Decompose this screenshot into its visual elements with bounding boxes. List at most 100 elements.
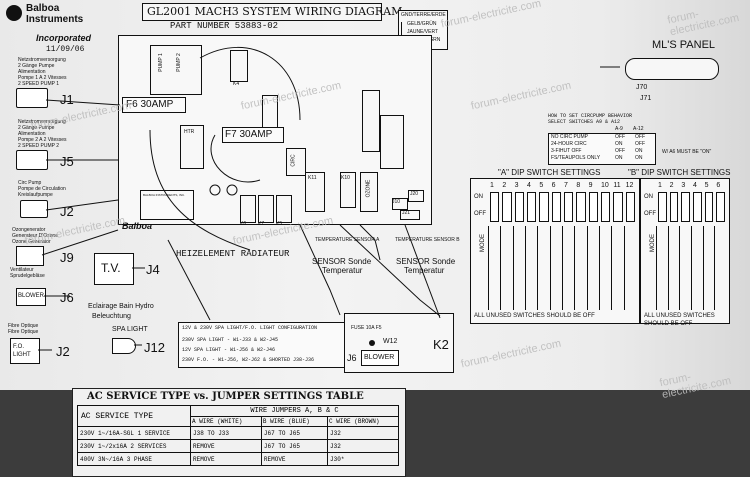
dip-switch-number: 5: [539, 182, 544, 189]
k2-blower-label: BLOWER: [364, 354, 395, 361]
circ-row-label: NO CIRC PUMP: [551, 134, 588, 140]
ac-table-cell: J30*: [327, 452, 399, 466]
board-component-label: K7: [258, 221, 265, 227]
config-row: 230V F.O. - W1-J56, W2-J62 & SHORTED J38…: [182, 357, 315, 363]
watermark: forum-electricite.com: [666, 8, 741, 39]
sensor-b-label: TEMPERATURE SENSOR B: [395, 237, 460, 243]
dip-switch-slot: [551, 192, 561, 222]
dip-mode-column: [679, 226, 692, 310]
spa-light-jack: J12: [144, 340, 165, 355]
dip-a-title: "A" DIP SWITCH SETTINGS: [498, 168, 601, 177]
dip-mode-column: [702, 226, 716, 310]
circ-table-header: A-9: [615, 126, 623, 132]
dip-mode-column: [714, 226, 727, 310]
dip-b-mode: MODE: [650, 234, 656, 252]
ac-table-title: AC SERVICE TYPE vs. JUMPER SETTINGS TABL…: [87, 391, 364, 402]
output-desc: Fibre Optique: [8, 323, 39, 329]
output-desc: 2 Gänge Pumpe: [18, 63, 55, 69]
ac-table-cell: J32: [327, 426, 399, 440]
watermark: forum-electricite.com: [439, 0, 543, 31]
sensor-a-label: TEMPERATURE SENSOR A: [315, 237, 380, 243]
output-desc: Pompe 1 A 2 Vitesses: [18, 75, 67, 81]
relay-k10: [340, 172, 356, 208]
circ-row-label: FS/TEAUPOLS ONLY: [551, 155, 601, 161]
dip-a-on: ON: [474, 194, 483, 200]
output-desc: Pompe de Circulation: [18, 186, 66, 192]
circ-row-a9: ON: [615, 155, 623, 161]
config-row: 230V SPA LIGHT - W1-J33 & W2-J45: [182, 337, 279, 343]
board-component-label: CIRC: [290, 154, 297, 167]
brand-line1: Balboa: [26, 3, 60, 14]
board-component-label: K10: [341, 175, 350, 181]
board-component-label: J10: [392, 199, 401, 205]
dip-switch-slot: [625, 192, 635, 222]
board-component-label: OZONE: [365, 179, 372, 198]
output-desc: Netzstromversorgung: [18, 119, 66, 125]
fuse-f7-label: F7 30AMP: [225, 129, 273, 140]
dip-switch-slot: [514, 192, 524, 222]
pump-icon: [16, 150, 48, 170]
circ-table-header: A-12: [633, 126, 644, 132]
output-desc: Ventilateur: [10, 267, 34, 273]
dip-switch-slot: [681, 192, 690, 222]
dip-mode-column: [656, 226, 669, 310]
dip-switch-slot: [693, 192, 702, 222]
board-component-label: PUMP 1: [157, 53, 164, 72]
dip-mode-column: [623, 226, 637, 310]
heater-label: HEIZELEMENT RADIATEUR: [176, 249, 290, 259]
output-jack: J6: [60, 290, 74, 305]
circ-row-a12: OFF: [635, 141, 645, 147]
brand-line3: Incorporated: [36, 33, 92, 43]
terminal-block: [362, 90, 380, 152]
pump-icon: [16, 88, 48, 108]
output-desc: Ozongenerator: [12, 227, 46, 233]
output-desc: Fibre Optique: [8, 329, 39, 335]
spa-light-desc: Beleuchtung: [92, 313, 131, 320]
j21-connector: [400, 210, 420, 220]
balboa-chip: BALBOA INSTRUMENTS, INC.: [140, 190, 194, 220]
circ-table-note: W/ A6 MUST BE "ON": [662, 149, 712, 155]
ac-table-cell: 230V 1~/2x16A 2 SERVICES: [77, 439, 191, 453]
dip-switch-slot: [613, 192, 623, 222]
ac-sub-header: C WIRE (BROWN): [327, 416, 399, 427]
ac-table-cell: 230V 1~/16A-SGL 1 SERVICE: [77, 426, 191, 440]
output-desc: 2 SPEED PUMP 2: [18, 143, 60, 149]
ac-group-header: WIRE JUMPERS A, B & C: [190, 405, 399, 417]
ac-table-cell: J38 TO J33: [190, 426, 262, 440]
dip-mode-column: [512, 226, 526, 310]
k2-relay-label: K2: [433, 337, 449, 352]
blower-box: BLOWER: [16, 288, 46, 306]
dip-mode-column: [562, 226, 575, 310]
dip-switch-slot: [716, 192, 725, 222]
relay-k5: [276, 195, 292, 223]
dip-switch-slot: [490, 192, 500, 222]
fuse-f7: F7 30AMP: [222, 127, 284, 143]
board-component-label: J21: [402, 210, 411, 216]
dip-switch-number: 9: [588, 182, 593, 189]
output-desc: Netzstromversorgung: [18, 57, 66, 63]
dip-mode-column: [667, 226, 681, 310]
ac-service-table-label: AC SERVICE TYPE vs. JUMPER SETTINGS TABL…: [72, 388, 406, 477]
dip-switch-number: 3: [681, 182, 686, 189]
circ-table: NO CIRC PUMP OFF OFF 24-HOUR CIRC ON OFF…: [548, 133, 656, 165]
dip-switch-number: 5: [704, 182, 709, 189]
dip-switch-number: 11: [613, 182, 621, 189]
dip-switch-number: 1: [658, 182, 662, 189]
dip-switch-number: 10: [601, 182, 609, 189]
output-jack: J2: [56, 344, 70, 359]
circ-row-a9: ON: [615, 141, 623, 147]
ground-legend-line: GELB/GRÜN: [407, 21, 437, 27]
dip-switch-number: 2: [669, 182, 674, 189]
dip-b-on: ON: [644, 194, 653, 200]
k2-fuse-label: FUSE 10A F5: [351, 325, 382, 331]
output-desc: 2 Gänge Pumpe: [18, 125, 55, 131]
output-desc: Sprudelgebläse: [10, 273, 45, 279]
light-config-box: 12V & 230V SPA LIGHT/F.O. LIGHT CONFIGUR…: [178, 322, 350, 368]
ac-table-cell: 400V 3N~/16A 3 PHASE: [77, 452, 191, 466]
dip-switch-number: 6: [551, 182, 556, 189]
dip-switch-number: 6: [716, 182, 721, 189]
dip-mode-column: [611, 226, 624, 310]
dip-switch-slot: [669, 192, 679, 222]
output-desc: Alimentation: [18, 69, 46, 75]
